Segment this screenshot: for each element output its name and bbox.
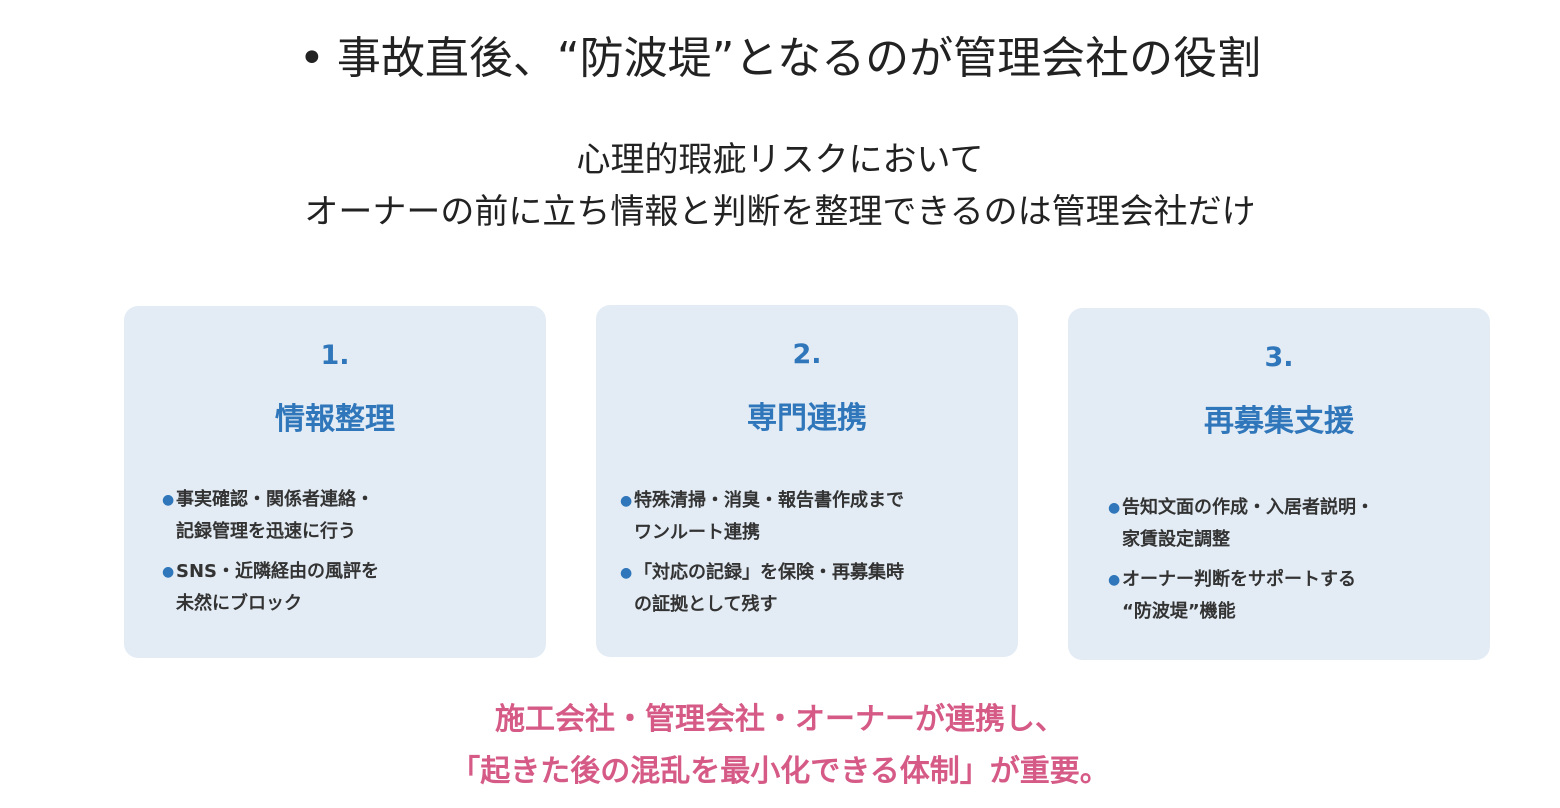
card-number: 3. xyxy=(1264,342,1294,373)
list-item-line: SNS・近隣経由の風評を xyxy=(176,561,379,582)
card-bullet-list: ● 特殊清掃・消臭・報告書作成まで ワンルート連携 ● 「対応の記録」を保険・再… xyxy=(620,485,1000,629)
heading-text: 事故直後、“防波堤”となるのが管理会社の役割 xyxy=(336,33,1262,84)
page-heading: •事故直後、“防波堤”となるのが管理会社の役割 xyxy=(0,28,1560,90)
card-expert-collaboration: 2. 専門連携 ● 特殊清掃・消臭・報告書作成まで ワンルート連携 ● 「対応の… xyxy=(596,305,1018,657)
list-item: ● オーナー判断をサポートする “防波堤”機能 xyxy=(1108,564,1468,628)
list-item-line: の証拠として残す xyxy=(634,594,778,615)
list-item: ● 「対応の記録」を保険・再募集時 の証拠として残す xyxy=(620,557,1000,621)
subtitle-line-2: オーナーの前に立ち情報と判断を整理できるのは管理会社だけ xyxy=(304,192,1256,232)
card-title: 専門連携 xyxy=(747,401,867,436)
list-item: ● 告知文面の作成・入居者説明・ 家賃設定調整 xyxy=(1108,492,1468,556)
bullet-dot-icon: ● xyxy=(620,565,633,581)
bullet-dot-icon: ● xyxy=(1108,572,1121,588)
list-item-line: 「対応の記録」を保険・再募集時 xyxy=(634,562,904,583)
card-number: 1. xyxy=(320,340,350,371)
card-title: 再募集支援 xyxy=(1204,404,1354,439)
card-bullet-list: ● 事実確認・関係者連絡・ 記録管理を迅速に行う ● SNS・近隣経由の風評を … xyxy=(162,484,522,628)
list-item-line: 特殊清掃・消臭・報告書作成まで xyxy=(634,490,904,511)
list-item-line: 家賃設定調整 xyxy=(1122,529,1230,550)
conclusion-line-1: 施工会社・管理会社・オーナーが連携し、 xyxy=(495,702,1065,737)
list-item-line: 記録管理を迅速に行う xyxy=(176,521,356,542)
list-item-line: ワンルート連携 xyxy=(634,522,760,543)
bullet-dot-icon: ● xyxy=(1108,500,1121,516)
card-number: 2. xyxy=(792,339,822,370)
bullet-dot-icon: ● xyxy=(620,493,633,509)
list-item: ● SNS・近隣経由の風評を 未然にブロック xyxy=(162,556,522,620)
heading-bullet: • xyxy=(298,33,325,84)
list-item-line: “防波堤”機能 xyxy=(1122,601,1236,622)
list-item: ● 特殊清掃・消臭・報告書作成まで ワンルート連携 xyxy=(620,485,1000,549)
conclusion-line-2: 「起きた後の混乱を最小化できる体制」が重要。 xyxy=(450,754,1110,789)
card-information-organization: 1. 情報整理 ● 事実確認・関係者連絡・ 記録管理を迅速に行う ● SNS・近… xyxy=(124,306,546,658)
card-re-recruitment-support: 3. 再募集支援 ● 告知文面の作成・入居者説明・ 家賃設定調整 ● オーナー判… xyxy=(1068,308,1490,660)
list-item-line: 告知文面の作成・入居者説明・ xyxy=(1122,497,1374,518)
bullet-dot-icon: ● xyxy=(162,564,175,580)
subtitle: 心理的瑕疵リスクにおいて オーナーの前に立ち情報と判断を整理できるのは管理会社だ… xyxy=(0,134,1560,238)
subtitle-line-1: 心理的瑕疵リスクにおいて xyxy=(576,140,984,180)
card-title: 情報整理 xyxy=(275,402,395,437)
conclusion-text: 施工会社・管理会社・オーナーが連携し、 「起きた後の混乱を最小化できる体制」が重… xyxy=(0,694,1560,798)
list-item-line: 事実確認・関係者連絡・ xyxy=(176,489,374,510)
bullet-dot-icon: ● xyxy=(162,492,175,508)
list-item-line: オーナー判断をサポートする xyxy=(1122,569,1356,590)
card-bullet-list: ● 告知文面の作成・入居者説明・ 家賃設定調整 ● オーナー判断をサポートする … xyxy=(1108,492,1468,636)
list-item-line: 未然にブロック xyxy=(176,593,302,614)
list-item: ● 事実確認・関係者連絡・ 記録管理を迅速に行う xyxy=(162,484,522,548)
